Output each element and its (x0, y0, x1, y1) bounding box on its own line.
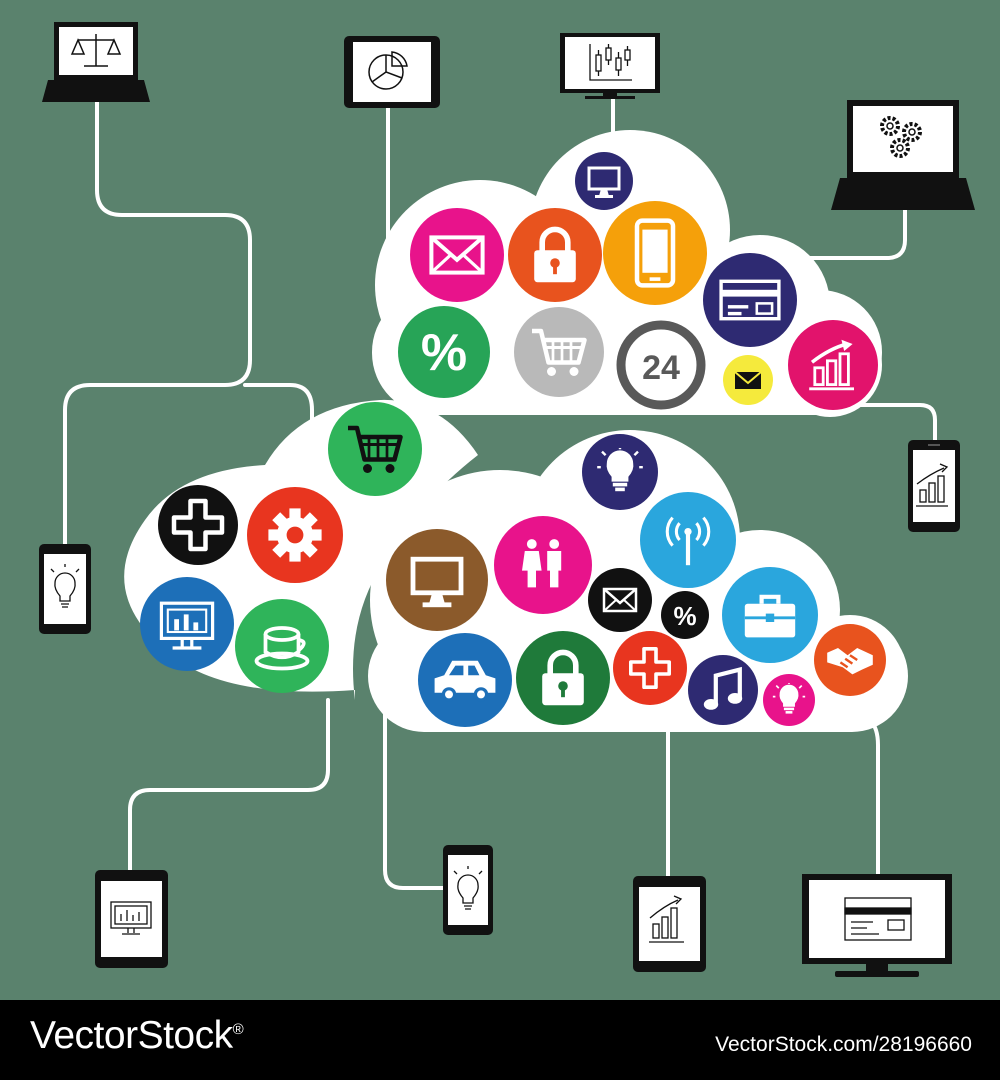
lock-badge (508, 208, 602, 302)
lightbulb-badge (582, 434, 658, 510)
medical-cross-badge (613, 631, 687, 705)
monitor-device (560, 33, 660, 99)
percent-badge: % (398, 306, 490, 398)
network-cable (868, 718, 880, 882)
registered-mark: ® (232, 1021, 244, 1038)
percent-badge: % (661, 591, 709, 639)
footer-bar: VectorStock® VectorStock.com/28196660 (0, 1000, 1000, 1080)
growth-chart-badge (788, 320, 878, 410)
badge-24-text: 24 (642, 349, 680, 387)
coffee-cup-badge (235, 599, 329, 693)
gear-badge (247, 487, 343, 583)
brand-logo[interactable]: VectorStock® (30, 1014, 244, 1058)
tablet-device (633, 876, 706, 972)
scales-icon (70, 34, 122, 67)
music-note-badge (688, 655, 758, 725)
lightbulb-icon (50, 564, 80, 608)
growth-chart-icon (916, 463, 949, 507)
shopping-cart-badge (328, 402, 422, 496)
network-cable (63, 98, 252, 547)
small-mail-badge (723, 355, 773, 405)
medical-cross-badge (158, 485, 238, 565)
monitor-device (802, 874, 952, 977)
candlestick-chart-icon (589, 44, 632, 81)
growth-chart-icon (649, 895, 684, 943)
gear-icon (268, 508, 322, 562)
laptop-device (42, 22, 150, 102)
lock-badge (516, 631, 610, 725)
gears-icon (880, 116, 922, 158)
tablet-device (344, 36, 440, 108)
clock-24-badge: 24 (614, 318, 708, 412)
monitor-badge (575, 152, 633, 210)
monitor-chart-icon (110, 901, 152, 935)
percent-text: % (673, 601, 696, 631)
pie-chart-icon (368, 51, 408, 90)
credit-card-badge (703, 253, 797, 347)
network-cable (858, 403, 937, 447)
network-cable (383, 698, 446, 890)
lightbulb-badge (763, 674, 815, 726)
network-cable (798, 208, 907, 260)
mail-badge (410, 208, 504, 302)
shopping-cart-badge (514, 307, 604, 397)
phone-device (39, 544, 91, 634)
mail-badge (588, 568, 652, 632)
wifi-antenna-badge (640, 492, 736, 588)
network-cable (128, 698, 330, 874)
credit-card-icon (844, 897, 912, 941)
cloud-network-illustration: % 24 % (39, 22, 975, 977)
monitor-badge (386, 529, 488, 631)
tablet-device (95, 870, 168, 968)
laptop-device (831, 100, 975, 210)
briefcase-badge (722, 567, 818, 663)
people-badge (494, 516, 592, 614)
phone-device (908, 440, 960, 532)
phone-device (443, 845, 493, 935)
brand-name: VectorStock (30, 1014, 233, 1057)
monitor-chart-badge (140, 577, 234, 671)
image-credit: VectorStock.com/28196660 (715, 1033, 972, 1056)
percent-text: % (421, 324, 467, 382)
network-cable (243, 383, 314, 442)
handshake-badge (814, 624, 886, 696)
smartphone-badge (603, 201, 707, 305)
lightbulb-icon (453, 866, 483, 910)
car-badge (418, 633, 512, 727)
